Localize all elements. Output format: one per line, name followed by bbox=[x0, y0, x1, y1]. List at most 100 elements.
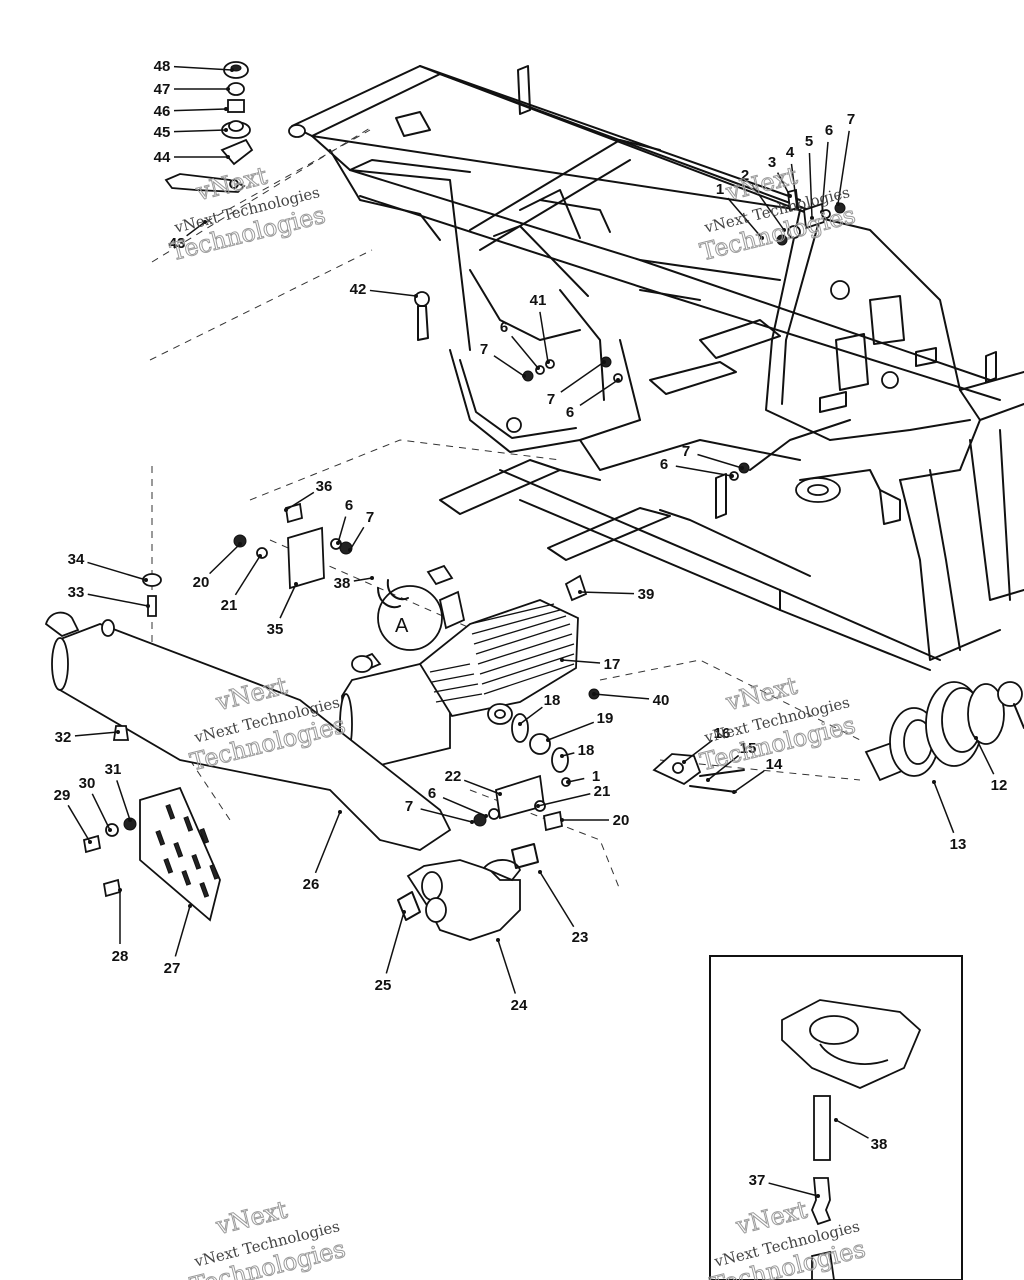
callout-leader-tip bbox=[338, 810, 342, 814]
callout-leader-tip bbox=[284, 508, 288, 512]
callout-leader-line bbox=[539, 311, 549, 363]
callout-leader-tip bbox=[226, 87, 230, 91]
callout-number: 48 bbox=[154, 58, 171, 75]
callout-number: 31 bbox=[105, 761, 122, 778]
callout-number: 7 bbox=[405, 798, 413, 815]
callout-number: 36 bbox=[316, 478, 333, 495]
callout-number: 18 bbox=[578, 742, 595, 759]
callout-leader-tip bbox=[402, 910, 406, 914]
callout-leader-line bbox=[975, 737, 995, 775]
callout-leader-tip bbox=[682, 760, 686, 764]
callout-leader-line bbox=[186, 221, 206, 237]
callout-leader-line bbox=[511, 335, 539, 369]
callout-6: 6 bbox=[500, 319, 540, 370]
callout-leader-line bbox=[519, 706, 543, 725]
callout-number: 42 bbox=[350, 281, 367, 298]
callout-leader-line bbox=[67, 804, 91, 843]
callout-18: 18 bbox=[560, 742, 594, 759]
callout-leader-tip bbox=[294, 582, 298, 586]
callout-leader-line bbox=[279, 583, 297, 619]
callout-number: 41 bbox=[530, 292, 547, 309]
callout-leader-tip bbox=[88, 840, 92, 844]
callout-leader-tip bbox=[730, 474, 734, 478]
callout-number: 6 bbox=[566, 404, 574, 421]
callout-leader-tip bbox=[484, 814, 488, 818]
callout-leader-tip bbox=[118, 888, 122, 892]
callout-leader-line bbox=[593, 693, 650, 700]
callout-number: 6 bbox=[428, 785, 436, 802]
callout-leader-line bbox=[537, 793, 591, 807]
callout-number: 39 bbox=[638, 586, 655, 603]
callout-leader-line bbox=[385, 911, 405, 974]
callout-leader-tip bbox=[224, 128, 228, 132]
callout-number: 13 bbox=[950, 836, 967, 853]
callout-20: 20 bbox=[560, 812, 629, 829]
callout-38: 38 bbox=[834, 1118, 887, 1153]
vehicle-frame bbox=[288, 65, 1024, 671]
callout-leader-tip bbox=[836, 202, 840, 206]
callout-number: 37 bbox=[749, 1172, 766, 1189]
callout-leader-tip bbox=[144, 578, 148, 582]
callout-leader-tip bbox=[820, 210, 824, 214]
callout-48: 48 bbox=[154, 58, 234, 75]
callout-leader-tip bbox=[560, 818, 564, 822]
callout-number: 6 bbox=[500, 319, 508, 336]
callout-leader-tip bbox=[560, 658, 564, 662]
callout-leader-tip bbox=[782, 228, 786, 232]
callout-leader-tip bbox=[370, 576, 374, 580]
callout-number: 1 bbox=[592, 768, 600, 785]
callout-leader-tip bbox=[414, 294, 418, 298]
callout-38: 38 bbox=[334, 575, 374, 592]
watermark-bottom-right: vNext vNext Technologies Technologies bbox=[707, 1195, 869, 1280]
callout-27: 27 bbox=[164, 904, 192, 977]
callout-number: 20 bbox=[613, 812, 630, 829]
callout-19: 19 bbox=[546, 710, 613, 742]
callout-leader-line bbox=[561, 659, 601, 664]
callout-leader-line bbox=[285, 491, 315, 511]
callout-leader-tip bbox=[230, 68, 234, 72]
callout-number: 5 bbox=[805, 133, 813, 150]
callout-leader-tip bbox=[203, 220, 207, 224]
callout-number: 38 bbox=[334, 575, 351, 592]
callout-leader-line bbox=[933, 781, 955, 834]
callout-12: 12 bbox=[974, 736, 1007, 794]
callout-26: 26 bbox=[303, 810, 342, 893]
callout-14: 14 bbox=[732, 756, 783, 794]
callout-leader-line bbox=[675, 465, 733, 477]
callout-number: 7 bbox=[682, 443, 690, 460]
callout-leader-tip bbox=[538, 870, 542, 874]
callout-29: 29 bbox=[54, 787, 92, 844]
callout-leader-tip bbox=[616, 378, 620, 382]
callout-36: 36 bbox=[284, 478, 332, 512]
callout-number: 25 bbox=[375, 977, 392, 994]
callout-number: 6 bbox=[825, 122, 833, 139]
callout-leader-line bbox=[74, 731, 119, 737]
callout-leader-tip bbox=[226, 155, 230, 159]
callout-number: 27 bbox=[164, 960, 181, 977]
callout-24: 24 bbox=[496, 938, 528, 1014]
callout-number: 14 bbox=[766, 756, 783, 773]
callout-46: 46 bbox=[154, 103, 228, 120]
callout-leader-tip bbox=[496, 938, 500, 942]
callout-leader-tip bbox=[518, 722, 522, 726]
callout-32: 32 bbox=[55, 729, 120, 746]
callout-7: 7 bbox=[480, 341, 526, 378]
callout-6: 6 bbox=[660, 456, 734, 478]
callout-leader-tip bbox=[788, 194, 792, 198]
callout-20: 20 bbox=[193, 542, 242, 591]
callout-25: 25 bbox=[375, 910, 406, 994]
callout-leader-line bbox=[173, 108, 227, 112]
drive-pulley-assembly bbox=[864, 681, 1024, 782]
callout-45: 45 bbox=[154, 124, 228, 141]
callout-number: 32 bbox=[55, 729, 72, 746]
detail-marker-label: A bbox=[395, 615, 409, 637]
callout-42: 42 bbox=[350, 281, 418, 298]
callout-leader-tip bbox=[128, 818, 132, 822]
callout-34: 34 bbox=[68, 551, 148, 582]
callout-leader-line bbox=[539, 871, 575, 928]
callout-number: 21 bbox=[221, 597, 238, 614]
watermark-bottom-left: vNext vNext Technologies Technologies bbox=[187, 1195, 349, 1280]
callout-3: 3 bbox=[768, 154, 792, 198]
callout-leader-tip bbox=[108, 828, 112, 832]
callout-leader-line bbox=[790, 163, 798, 209]
